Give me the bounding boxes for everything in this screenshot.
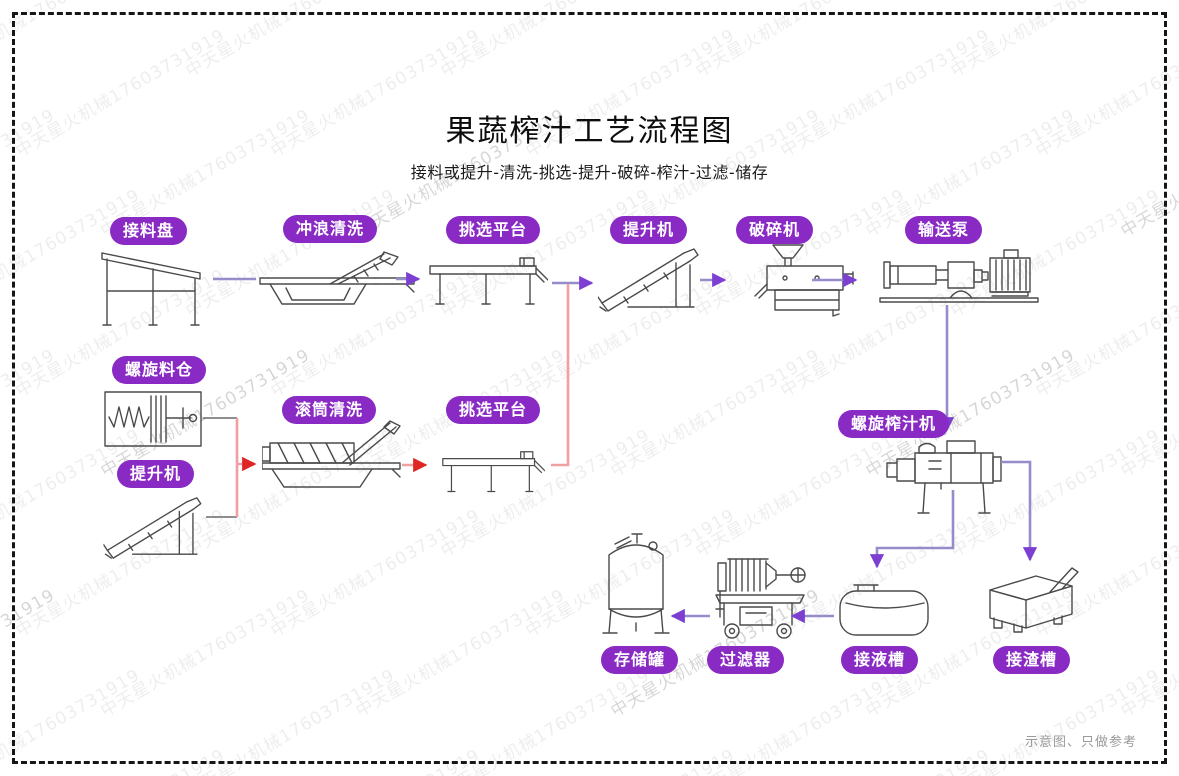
watermark-text: 中天星火机械17603731919 [605, 0, 824, 2]
watermark-text: 中天星火机械17603731919 [350, 0, 569, 2]
label-sorting-platform-1: 挑选平台 [446, 216, 541, 244]
watermark-text: 中天星火机械17603731919 [607, 345, 824, 482]
watermark-text: 中天星火机械17603731919 [182, 665, 399, 776]
watermark-text: 中天星火机械17603731919 [95, 0, 314, 2]
watermark-text: 中天星火机械17603731919 [692, 425, 909, 562]
watermark-text: 中天星火机械17603731919 [182, 0, 399, 82]
watermark-text: 中天星火机械17603731919 [10, 741, 229, 776]
sorting-platform-2-drawing [433, 450, 553, 495]
watermark-text: 中天星火机械17603731919 [1117, 345, 1179, 482]
disclaimer-note: 示意图、只做参考 [1024, 735, 1137, 750]
watermark-text: 中天星火机械17603731919 [692, 0, 909, 82]
drum-washer-drawing [262, 415, 402, 490]
watermark-text: 中天星火机械17603731919 [775, 741, 994, 776]
watermark-text: 中天星火机械17603731919 [1117, 585, 1179, 722]
watermark-text: 中天星火机械17603731919 [265, 741, 484, 776]
residue-trough-drawing [984, 566, 1080, 636]
watermark-text: 中天星火机械17603731919 [437, 665, 654, 776]
label-storage-tank: 存储罐 [601, 646, 679, 674]
receiving-tray-drawing [97, 245, 212, 330]
label-liquid-tank: 接液槽 [841, 646, 919, 674]
label-receiving-tray: 接料盘 [110, 217, 188, 245]
elevator-1-drawing [598, 243, 706, 315]
process-sequence-subtitle: 接料或提升-清洗-挑选-提升-破碎-榨汁-过滤-储存 [410, 163, 769, 182]
watermark-text: 中天星火机械17603731919 [692, 665, 909, 776]
label-elevator-2: 提升机 [117, 460, 195, 488]
watermark-text: 中天星火机械17603731919 [0, 665, 144, 776]
screw-juicer-drawing [885, 435, 1010, 523]
watermark-text: 中天星火机械17603731919 [520, 741, 739, 776]
liquid-tank-drawing [838, 581, 932, 637]
watermark-text: 中天星火机械17603731919 [267, 505, 484, 642]
crusher-drawing [753, 244, 855, 322]
label-drum-washer: 滚筒清洗 [282, 396, 377, 424]
watermark-text: 中天星火机械17603731919 [0, 585, 59, 722]
label-residue-tank: 接渣槽 [993, 646, 1071, 674]
label-screw-juicer: 螺旋榨汁机 [838, 410, 950, 438]
watermark-text: 中天星火机械17603731919 [0, 345, 59, 482]
red-line-sorting-2-to-main-line [551, 284, 570, 467]
label-surf-washer: 冲浪清洗 [283, 215, 378, 243]
storage-tank-drawing [599, 531, 673, 641]
label-elevator-1: 提升机 [610, 216, 688, 244]
surf-washer-drawing [258, 248, 418, 310]
label-filter: 过滤器 [707, 646, 785, 674]
watermark-text: 中天星火机械17603731919 [0, 0, 144, 82]
label-crusher: 破碎机 [736, 216, 814, 244]
screw-hopper-drawing [103, 390, 203, 448]
label-screw-hopper: 螺旋料仓 [112, 356, 207, 384]
watermark-text: 中天星火机械17603731919 [0, 0, 59, 2]
diagram-title: 果蔬榨汁工艺流程图 [445, 114, 734, 149]
sorting-platform-1-drawing [428, 256, 548, 308]
watermark-text: 中天星火机械17603731919 [437, 0, 654, 82]
transfer-pump-drawing [878, 246, 1043, 304]
watermark-text: 中天星火机械17603731919 [352, 585, 569, 722]
label-transfer-pump: 输送泵 [905, 216, 983, 244]
watermark-text: 中天星火机械17603731919 [1032, 265, 1179, 402]
watermark-text: 中天星火机械17603731919 [947, 0, 1164, 82]
label-sorting-platform-2: 挑选平台 [446, 396, 541, 424]
filter-press-drawing [710, 551, 812, 641]
watermark-text: 中天星火机械17603731919 [947, 665, 1164, 776]
watermark-text: 中天星火机械17603731919 [860, 0, 1079, 2]
watermark-text: 中天星火机械17603731919 [1115, 0, 1179, 2]
elevator-2-drawing [100, 492, 212, 562]
watermark-text: 中天星火机械17603731919 [97, 585, 314, 722]
